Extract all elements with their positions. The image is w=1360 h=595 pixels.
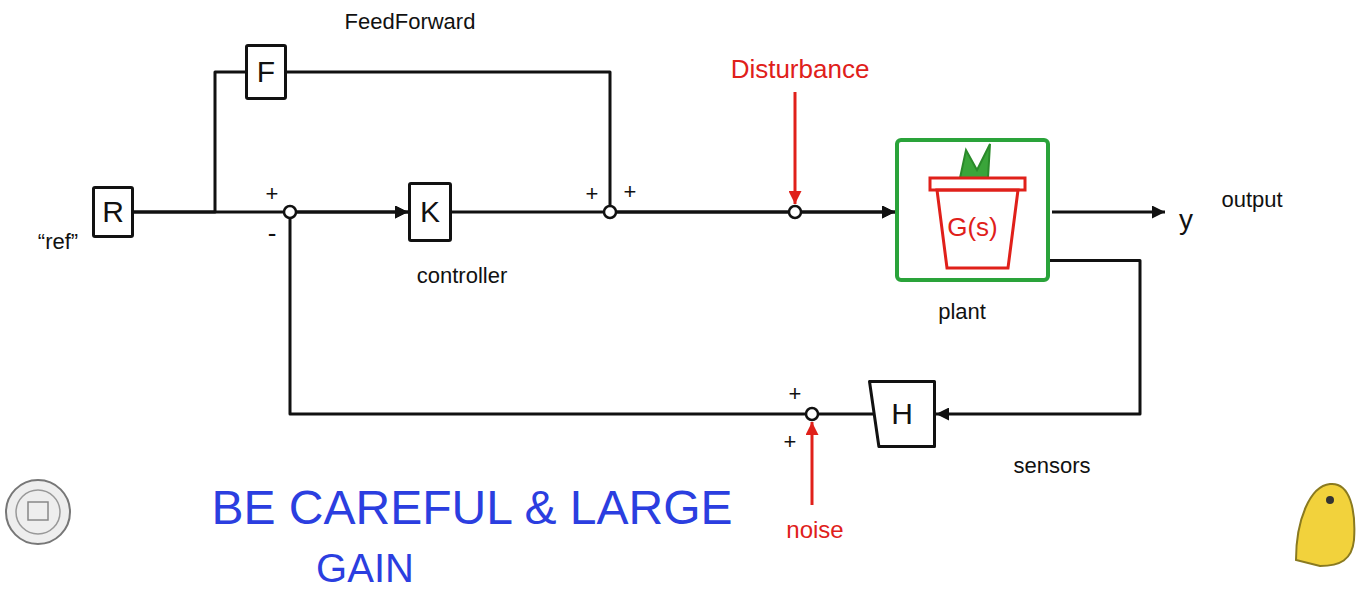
plant-label: plant — [938, 299, 986, 325]
summing-junction — [284, 206, 296, 218]
signal-arrow — [936, 260, 1140, 414]
node-text: K — [420, 194, 440, 230]
controller-label: controller — [417, 263, 507, 289]
summing-junction — [789, 206, 801, 218]
node-text: H — [891, 396, 913, 432]
plant-box: G(s) — [895, 138, 1050, 282]
sensors-label: sensors — [1013, 453, 1090, 479]
disturbance-label: Disturbance — [731, 54, 870, 85]
warning-note: GAIN — [316, 544, 414, 592]
sensor-box: H — [868, 380, 936, 448]
output-arrow — [1052, 211, 1165, 214]
sign-label: - — [268, 218, 277, 249]
feedforward-box: F — [245, 44, 287, 100]
warning-note: BE CAREFUL & LARGE — [211, 479, 732, 537]
reference-box: R — [92, 186, 134, 238]
sign-label: + — [624, 179, 637, 205]
slug-mascot — [1296, 484, 1354, 566]
noise-arrow — [811, 422, 814, 505]
plant-leaves — [960, 144, 990, 178]
output-label: output — [1221, 187, 1282, 213]
signal-arrow — [290, 212, 873, 414]
sign-label: + — [586, 181, 599, 207]
signal-arrow — [134, 72, 245, 212]
sign-label: + — [266, 181, 279, 207]
node-text: R — [102, 194, 124, 230]
sign-label: + — [784, 429, 797, 455]
university-seal — [6, 480, 70, 544]
pot-rim — [930, 178, 1025, 190]
reference-label: “ref” — [38, 229, 78, 255]
signal-arrow — [287, 72, 895, 212]
output-signal-label: y — [1179, 203, 1193, 237]
controller-box: K — [408, 182, 452, 242]
disturbance-arrow — [794, 92, 797, 204]
noise-label: noise — [786, 516, 843, 545]
summing-junction — [604, 206, 616, 218]
feedforward-label: FeedForward — [345, 9, 476, 35]
sign-label: + — [789, 381, 802, 407]
summing-junction — [806, 408, 818, 420]
node-text: F — [257, 54, 275, 90]
pot-body — [937, 190, 1018, 268]
node-text: G(s) — [947, 212, 998, 243]
